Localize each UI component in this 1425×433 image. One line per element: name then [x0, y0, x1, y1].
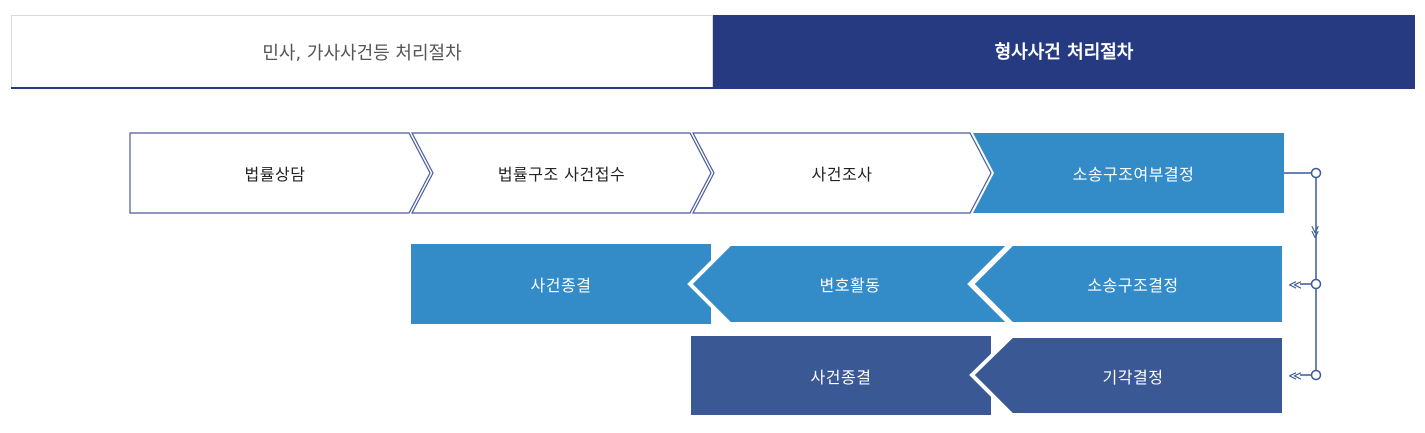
step-case-intake: 법률구조 사건접수 [422, 133, 701, 213]
step-case-closure-1: 사건종결 [411, 244, 711, 324]
tab-civil-procedure[interactable]: 민사, 가사사건등 처리절차 [11, 15, 713, 87]
step-case-closure-2-shape [691, 336, 991, 415]
step-aid-approval-shape [969, 242, 1286, 326]
step-case-investigation: 사건조사 [703, 133, 981, 213]
left-mark-row2: ≪ [1288, 278, 1302, 293]
tab-underline [11, 87, 1415, 89]
step-case-intake-shape [411, 132, 712, 214]
step-case-closure-1-shape [411, 244, 711, 324]
step-rejection-label: 기각결정 [1102, 367, 1164, 387]
step-case-intake-label: 법률구조 사건접수 [497, 165, 626, 184]
step-legal-consultation-shape [129, 132, 431, 214]
tab-civil-label: 민사, 가사사건등 처리절차 [262, 42, 462, 64]
step-aid-eligibility: 소송구조여부결정 [983, 133, 1284, 213]
step-legal-representation-label: 변호활동 [819, 276, 881, 295]
step-legal-consultation-label: 법률상담 [244, 165, 306, 184]
step-rejection: 기각결정 [982, 336, 1284, 415]
step-legal-consultation: 법률상담 [130, 133, 420, 213]
step-aid-eligibility-label: 소송구조여부결정 [1072, 165, 1195, 184]
step-case-closure-2: 사건종결 [691, 336, 991, 415]
step-aid-eligibility-shape [973, 133, 1284, 213]
step-case-investigation-label: 사건조사 [811, 165, 873, 184]
flow-connector [1284, 167, 1322, 381]
step-aid-approval-label: 소송구조결정 [1087, 276, 1179, 295]
tab-criminal-label: 형사사건 처리절차 [994, 42, 1134, 63]
down-mark: ≫ [1307, 225, 1322, 239]
step-legal-representation: 변호활동 [700, 244, 1000, 324]
left-mark-row3: ≪ [1288, 369, 1302, 384]
tab-criminal-procedure[interactable]: 형사사건 처리절차 [713, 15, 1415, 87]
step-aid-approval: 소송구조결정 [982, 244, 1284, 324]
step-case-investigation-shape [692, 132, 992, 214]
process-tabs: 민사, 가사사건등 처리절차 형사사건 처리절차 [11, 15, 1415, 89]
step-case-closure-1-label: 사건종결 [530, 276, 592, 295]
connector-marks: ≫ ≪ ≪ [1288, 225, 1322, 384]
step-case-closure-2-label: 사건종결 [810, 367, 872, 387]
step-rejection-shape [969, 334, 1286, 417]
